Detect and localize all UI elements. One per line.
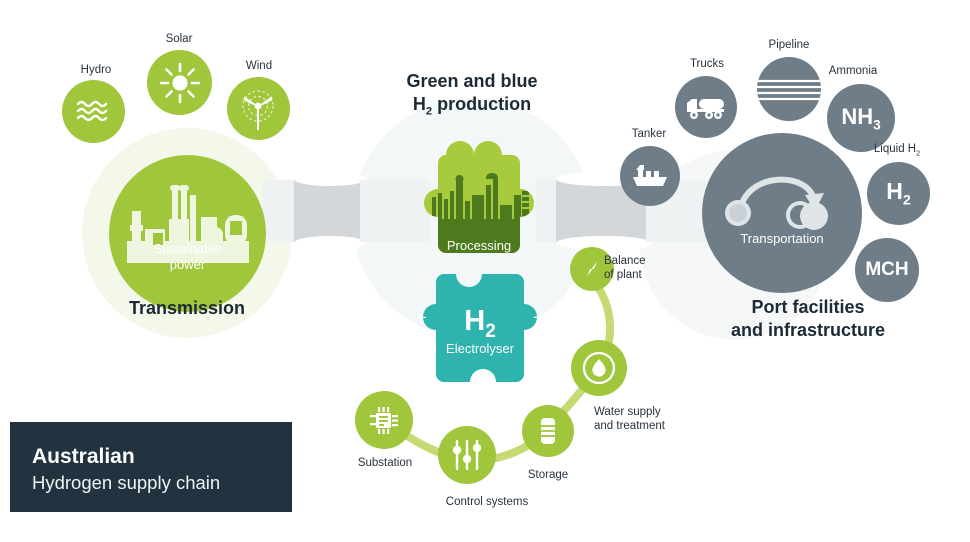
label-liquid-h2: Liquid H2 [873, 143, 921, 158]
compass-icon [586, 261, 598, 277]
label-balance-of-plant: Balance of plant [604, 255, 646, 281]
title-block: Australian Hydrogen supply chain [10, 422, 292, 512]
electrolyser-shape [423, 274, 537, 382]
label-pipeline: Pipeline [768, 39, 810, 51]
transportation-label: Transportation [740, 231, 824, 246]
label-wind: Wind [245, 60, 273, 72]
ammonia-formula: NH3 [841, 103, 881, 133]
transportation-circle[interactable]: Transportation [702, 133, 862, 293]
heading-port: Port facilities and infrastructure [730, 297, 886, 340]
port-circle-tanker[interactable] [620, 146, 680, 206]
mch-formula: MCH [865, 259, 909, 280]
heading-production: Green and blue H2 production [406, 71, 538, 118]
wind-turbine-icon [241, 89, 274, 130]
label-storage: Storage [527, 469, 569, 481]
source-circle-solar[interactable] [147, 50, 212, 115]
electrolyser-cathode: − [533, 308, 543, 327]
heading-transmission: Transmission [128, 298, 246, 318]
processing-label: Processing [447, 238, 511, 253]
source-circle-hydro[interactable] [62, 80, 125, 143]
component-circle-substation[interactable] [355, 391, 413, 449]
component-circle-water-supply[interactable] [571, 340, 627, 396]
component-circle-control-systems[interactable] [438, 426, 496, 484]
label-tanker: Tanker [631, 128, 667, 140]
component-circle-balance-of-plant[interactable] [570, 247, 614, 291]
sustainable-power-label: Sustainable power [153, 241, 222, 272]
port-circle-pipeline[interactable] [757, 57, 821, 121]
sliders-icon [452, 439, 482, 471]
connector-band-soft-1 [360, 180, 430, 242]
circuit-chip-icon [370, 407, 398, 434]
liquid-h2-formula: H2 [886, 178, 911, 209]
industrial-skyline-icon [127, 185, 249, 263]
electrolyser-label: Electrolyser [446, 341, 515, 356]
water-drop-icon [582, 351, 616, 385]
label-solar: Solar [165, 33, 193, 45]
electrolyser-anode: + [417, 308, 427, 327]
label-substation: Substation [357, 457, 413, 469]
label-trucks: Trucks [689, 58, 725, 70]
sustainable-power-circle[interactable]: Sustainable power [109, 155, 266, 312]
tanker-truck-icon [687, 99, 724, 119]
waves-icon [76, 100, 107, 121]
transfer-arrow-icon [725, 176, 828, 230]
source-circle-wind[interactable] [227, 77, 290, 140]
label-water-supply: Water supply and treatment [594, 406, 665, 432]
port-circle-ammonia[interactable]: NH3 [827, 84, 895, 152]
sun-icon [159, 62, 200, 103]
processing-shape [424, 141, 534, 253]
electrolyser-puzzle-piece[interactable]: H2 Electrolyser + − [404, 268, 556, 390]
label-hydro: Hydro [80, 64, 112, 76]
title-line-1: Australian [32, 445, 135, 468]
label-ammonia: Ammonia [828, 65, 878, 77]
port-circle-liquid-h2[interactable]: H2 [867, 162, 930, 225]
title-line-2: Hydrogen supply chain [32, 472, 221, 493]
industrial-plant-icon [426, 173, 534, 229]
processing-puzzle-piece[interactable]: Processing [406, 135, 552, 275]
component-circle-storage[interactable] [522, 405, 574, 457]
connector-band-left [294, 172, 366, 250]
electrolyser-formula: H2 [464, 305, 496, 342]
connector-band-soft-0 [262, 180, 298, 242]
port-circle-trucks[interactable] [675, 76, 737, 138]
label-control-systems: Control systems [445, 496, 529, 508]
ship-icon [633, 165, 667, 186]
pipeline-lines-icon [757, 79, 821, 101]
port-circle-mch[interactable]: MCH [855, 238, 919, 302]
storage-tank-icon [541, 418, 555, 444]
